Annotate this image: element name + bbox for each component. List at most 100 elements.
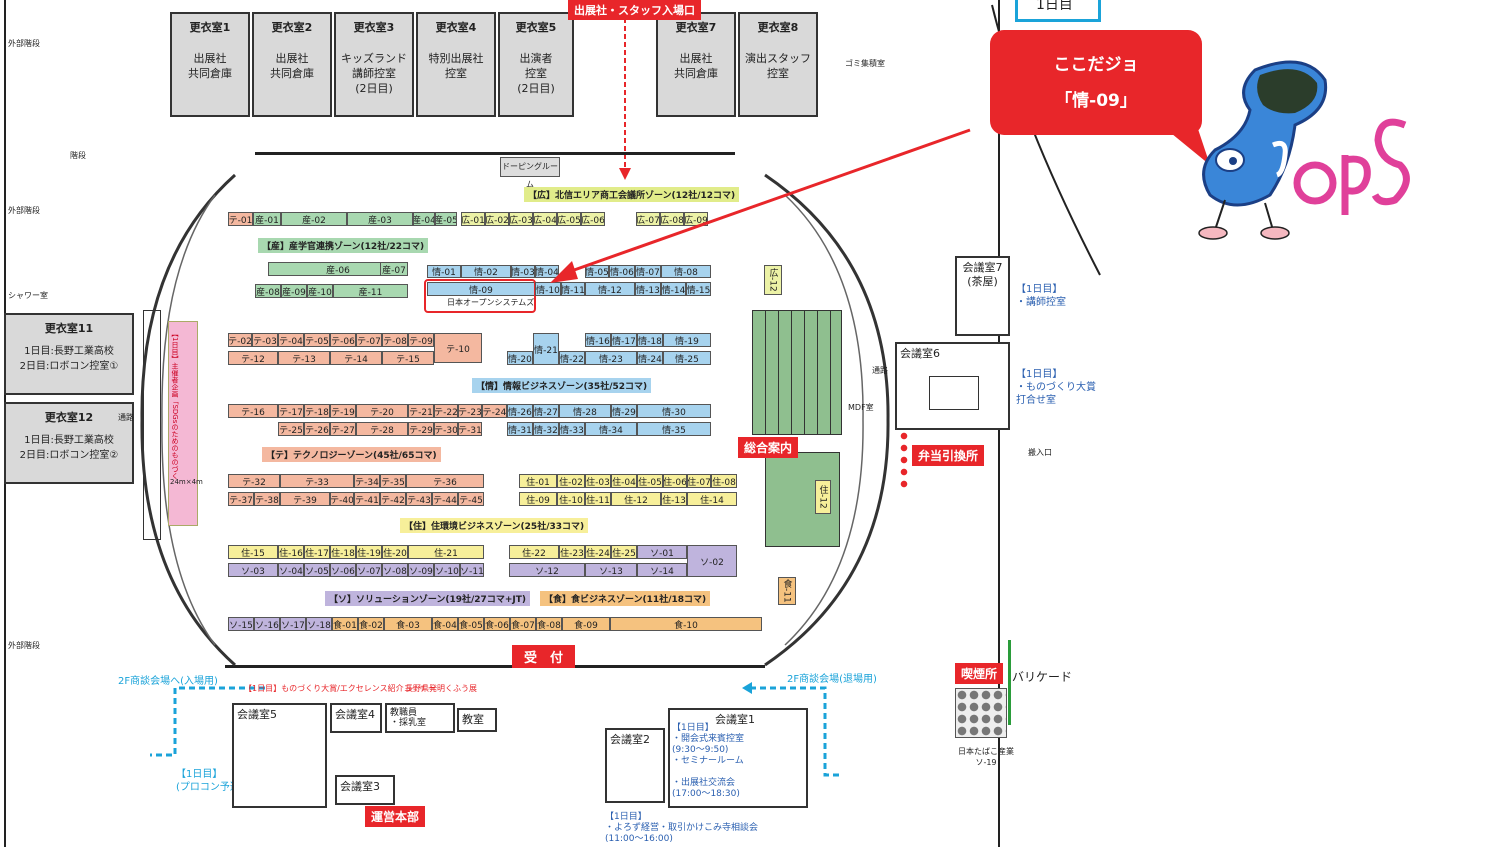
meeting-room-7-note: 【1日目】 ・講師控室: [1016, 284, 1066, 308]
booth: ソ-15: [228, 617, 254, 631]
booth: 住-13: [661, 492, 687, 506]
booth: テ-10: [434, 333, 482, 363]
booth: テ-31: [458, 422, 482, 436]
route-2f-entry: [150, 686, 265, 757]
booth: 情-34: [585, 422, 637, 436]
booth: 情-27: [533, 404, 559, 418]
to-2f-exit-label: 2F商談会場(退場用): [787, 674, 877, 685]
booth: 住-22: [509, 545, 559, 559]
booth: 広-05: [557, 212, 581, 226]
changing-room-4: 更衣室4 特別出展社 控室: [416, 12, 496, 117]
booth: 情-08: [661, 265, 711, 278]
hall-arc-right: [764, 173, 890, 667]
meeting-room-6: 会議室6: [895, 342, 1010, 430]
booth: 情-32: [533, 422, 559, 436]
booth: 住-24: [585, 545, 611, 559]
changing-room-11: 更衣室11 1日目:長野工業高校 2日目:ロボコン控室①: [4, 313, 134, 395]
booth: 食-05: [458, 617, 484, 631]
booth: 産-11: [333, 284, 408, 298]
meeting-room-4: 会議室4: [330, 703, 382, 733]
booth: テ-27: [330, 422, 356, 436]
booth: 食-11: [778, 577, 796, 605]
booth: ソ-13: [585, 563, 637, 577]
booth: テ-38: [254, 492, 280, 506]
stairs-label: 階段: [70, 151, 86, 160]
booth: 住-01: [519, 474, 557, 488]
garbage-room-label: ゴミ集積室: [845, 59, 885, 68]
booth: 産-08: [255, 284, 281, 298]
hall-arc-left: [140, 173, 237, 667]
booth: テ-30: [434, 422, 458, 436]
booth: 情-11: [561, 282, 585, 296]
booth: テ-19: [330, 404, 356, 418]
booth: テ-44: [432, 492, 458, 506]
booth: 情-16: [585, 333, 611, 347]
zone-jou: 【情】情報ビジネスゾーン(35社/52コマ): [472, 378, 652, 393]
seating-area: [752, 310, 842, 435]
booth: 住-18: [330, 545, 356, 559]
meeting-room-3: 会議室3: [335, 775, 395, 805]
stage-frame: [143, 310, 161, 540]
booth: テ-18: [304, 404, 330, 418]
booth: 情-12: [585, 282, 635, 296]
booth: テ-14: [330, 351, 382, 365]
callout-tail: [1155, 120, 1210, 165]
booth: テ-16: [228, 404, 278, 418]
booth: 広-03: [509, 212, 533, 226]
booth: 広-06: [581, 212, 605, 226]
target-booth-highlight[interactable]: [424, 279, 536, 313]
booth: 情-15: [686, 282, 711, 296]
booth: 住-11: [585, 492, 611, 506]
booth: 食-06: [484, 617, 510, 631]
booth: 産-05: [435, 212, 457, 226]
stage: [168, 321, 198, 526]
booth: 情-28: [559, 404, 611, 418]
booth: 情-23: [585, 351, 637, 365]
booth: テ-28: [356, 422, 408, 436]
booth: 情-07: [635, 265, 661, 278]
booth: 産-02: [281, 212, 347, 226]
booth: テ-34: [354, 474, 380, 488]
changing-room-12: 更衣室12 1日目:長野工業高校 2日目:ロボコン控室②: [4, 402, 134, 484]
booth: 住-07: [687, 474, 711, 488]
changing-room-1: 更衣室1 出展社 共同倉庫: [170, 12, 250, 117]
monozukuri-corner: 【1日目】ものづくり大賞/エクセレンス紹介コーナー: [244, 684, 436, 693]
booth: 情-02: [461, 265, 511, 278]
meeting-table: [929, 376, 979, 410]
booth: テ-15: [382, 351, 434, 365]
booth: 情-03: [511, 265, 535, 278]
meeting-room-7: 会議室7 (茶屋): [955, 256, 1010, 336]
booth: テ-09: [408, 333, 434, 347]
hall-wall-bottom: [225, 665, 765, 668]
booth: 広-07: [636, 212, 660, 226]
booth: 情-26: [507, 404, 533, 418]
meeting-room-1: 会議室1: [668, 708, 808, 808]
staff-entrance-arrow: [619, 18, 631, 180]
booth: テ-21: [408, 404, 434, 418]
booth: テ-24: [482, 404, 507, 418]
booth: 情-04: [535, 265, 559, 278]
booth: ソ-18: [306, 617, 332, 631]
japan-tobacco-label: 日本たばこ産業 ソ-19: [958, 747, 1014, 767]
booth: 広-12: [764, 265, 782, 295]
booth: テ-17: [278, 404, 304, 418]
mascot-jops: [1198, 60, 1410, 240]
booth: 住-15: [228, 545, 278, 559]
booth: 情-20: [507, 351, 533, 365]
booth: テ-22: [434, 404, 458, 418]
booth: ソ-09: [408, 563, 434, 577]
booth: 住-16: [278, 545, 304, 559]
booth-target[interactable]: 情-09: [427, 282, 535, 296]
booth: 産-10: [307, 284, 333, 298]
booth: 住-14: [687, 492, 737, 506]
bottom-note: 【1日目】 ・よろず経営・取引かけこみ寺相談会 (11:00～16:00): [605, 812, 759, 844]
barricade-label: バリケード: [1012, 670, 1073, 684]
booth: 広-04: [533, 212, 557, 226]
booth: テ-41: [354, 492, 380, 506]
booth: テ-42: [380, 492, 406, 506]
booth: 産-07: [380, 262, 408, 276]
callout-line-1: ここだジョ: [1053, 54, 1139, 75]
booth: テ-39: [280, 492, 330, 506]
booth: 産-03: [347, 212, 413, 226]
booth: 情-29: [611, 404, 637, 418]
